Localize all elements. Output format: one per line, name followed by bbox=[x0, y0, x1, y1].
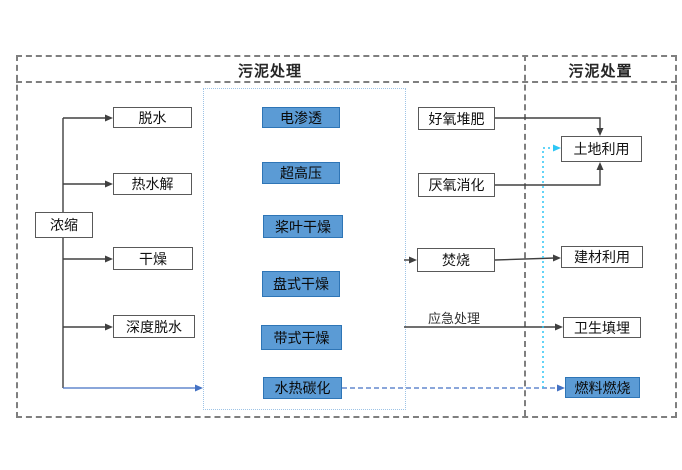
header-separator-line bbox=[16, 81, 677, 83]
node-incineration: 焚烧 bbox=[417, 248, 495, 272]
node-concentration: 浓缩 bbox=[35, 212, 93, 238]
node-belt-drying: 带式干燥 bbox=[261, 325, 342, 350]
outer-dashed-frame bbox=[16, 55, 677, 418]
node-anaerobic-digestion: 厌氧消化 bbox=[418, 173, 495, 197]
node-disc-drying: 盘式干燥 bbox=[262, 271, 340, 297]
emergency-treatment-label: 应急处理 bbox=[428, 312, 481, 327]
node-paddle-drying: 桨叶干燥 bbox=[263, 215, 343, 238]
node-sanitary-landfill: 卫生填埋 bbox=[563, 317, 641, 338]
section-divider-line bbox=[524, 55, 526, 416]
section-title-treatment: 污泥处理 bbox=[237, 61, 302, 80]
node-hydrothermal-carbonization: 水热碳化 bbox=[263, 377, 342, 399]
node-electro-osmosis: 电渗透 bbox=[262, 107, 340, 128]
node-deep-dewatering: 深度脱水 bbox=[113, 315, 195, 338]
node-ultra-high-pressure: 超高压 bbox=[262, 162, 340, 184]
node-fuel-combustion: 燃料燃烧 bbox=[565, 377, 640, 398]
inner-dotted-frame bbox=[203, 88, 406, 410]
node-drying: 干燥 bbox=[113, 247, 193, 270]
section-title-disposal: 污泥处置 bbox=[568, 61, 633, 80]
node-aerobic-composting: 好氧堆肥 bbox=[418, 107, 495, 130]
node-building-material-use: 建材利用 bbox=[561, 246, 643, 268]
node-dewatering: 脱水 bbox=[113, 107, 192, 128]
node-thermal-hydrolysis: 热水解 bbox=[113, 173, 192, 195]
node-land-use: 土地利用 bbox=[561, 136, 642, 162]
